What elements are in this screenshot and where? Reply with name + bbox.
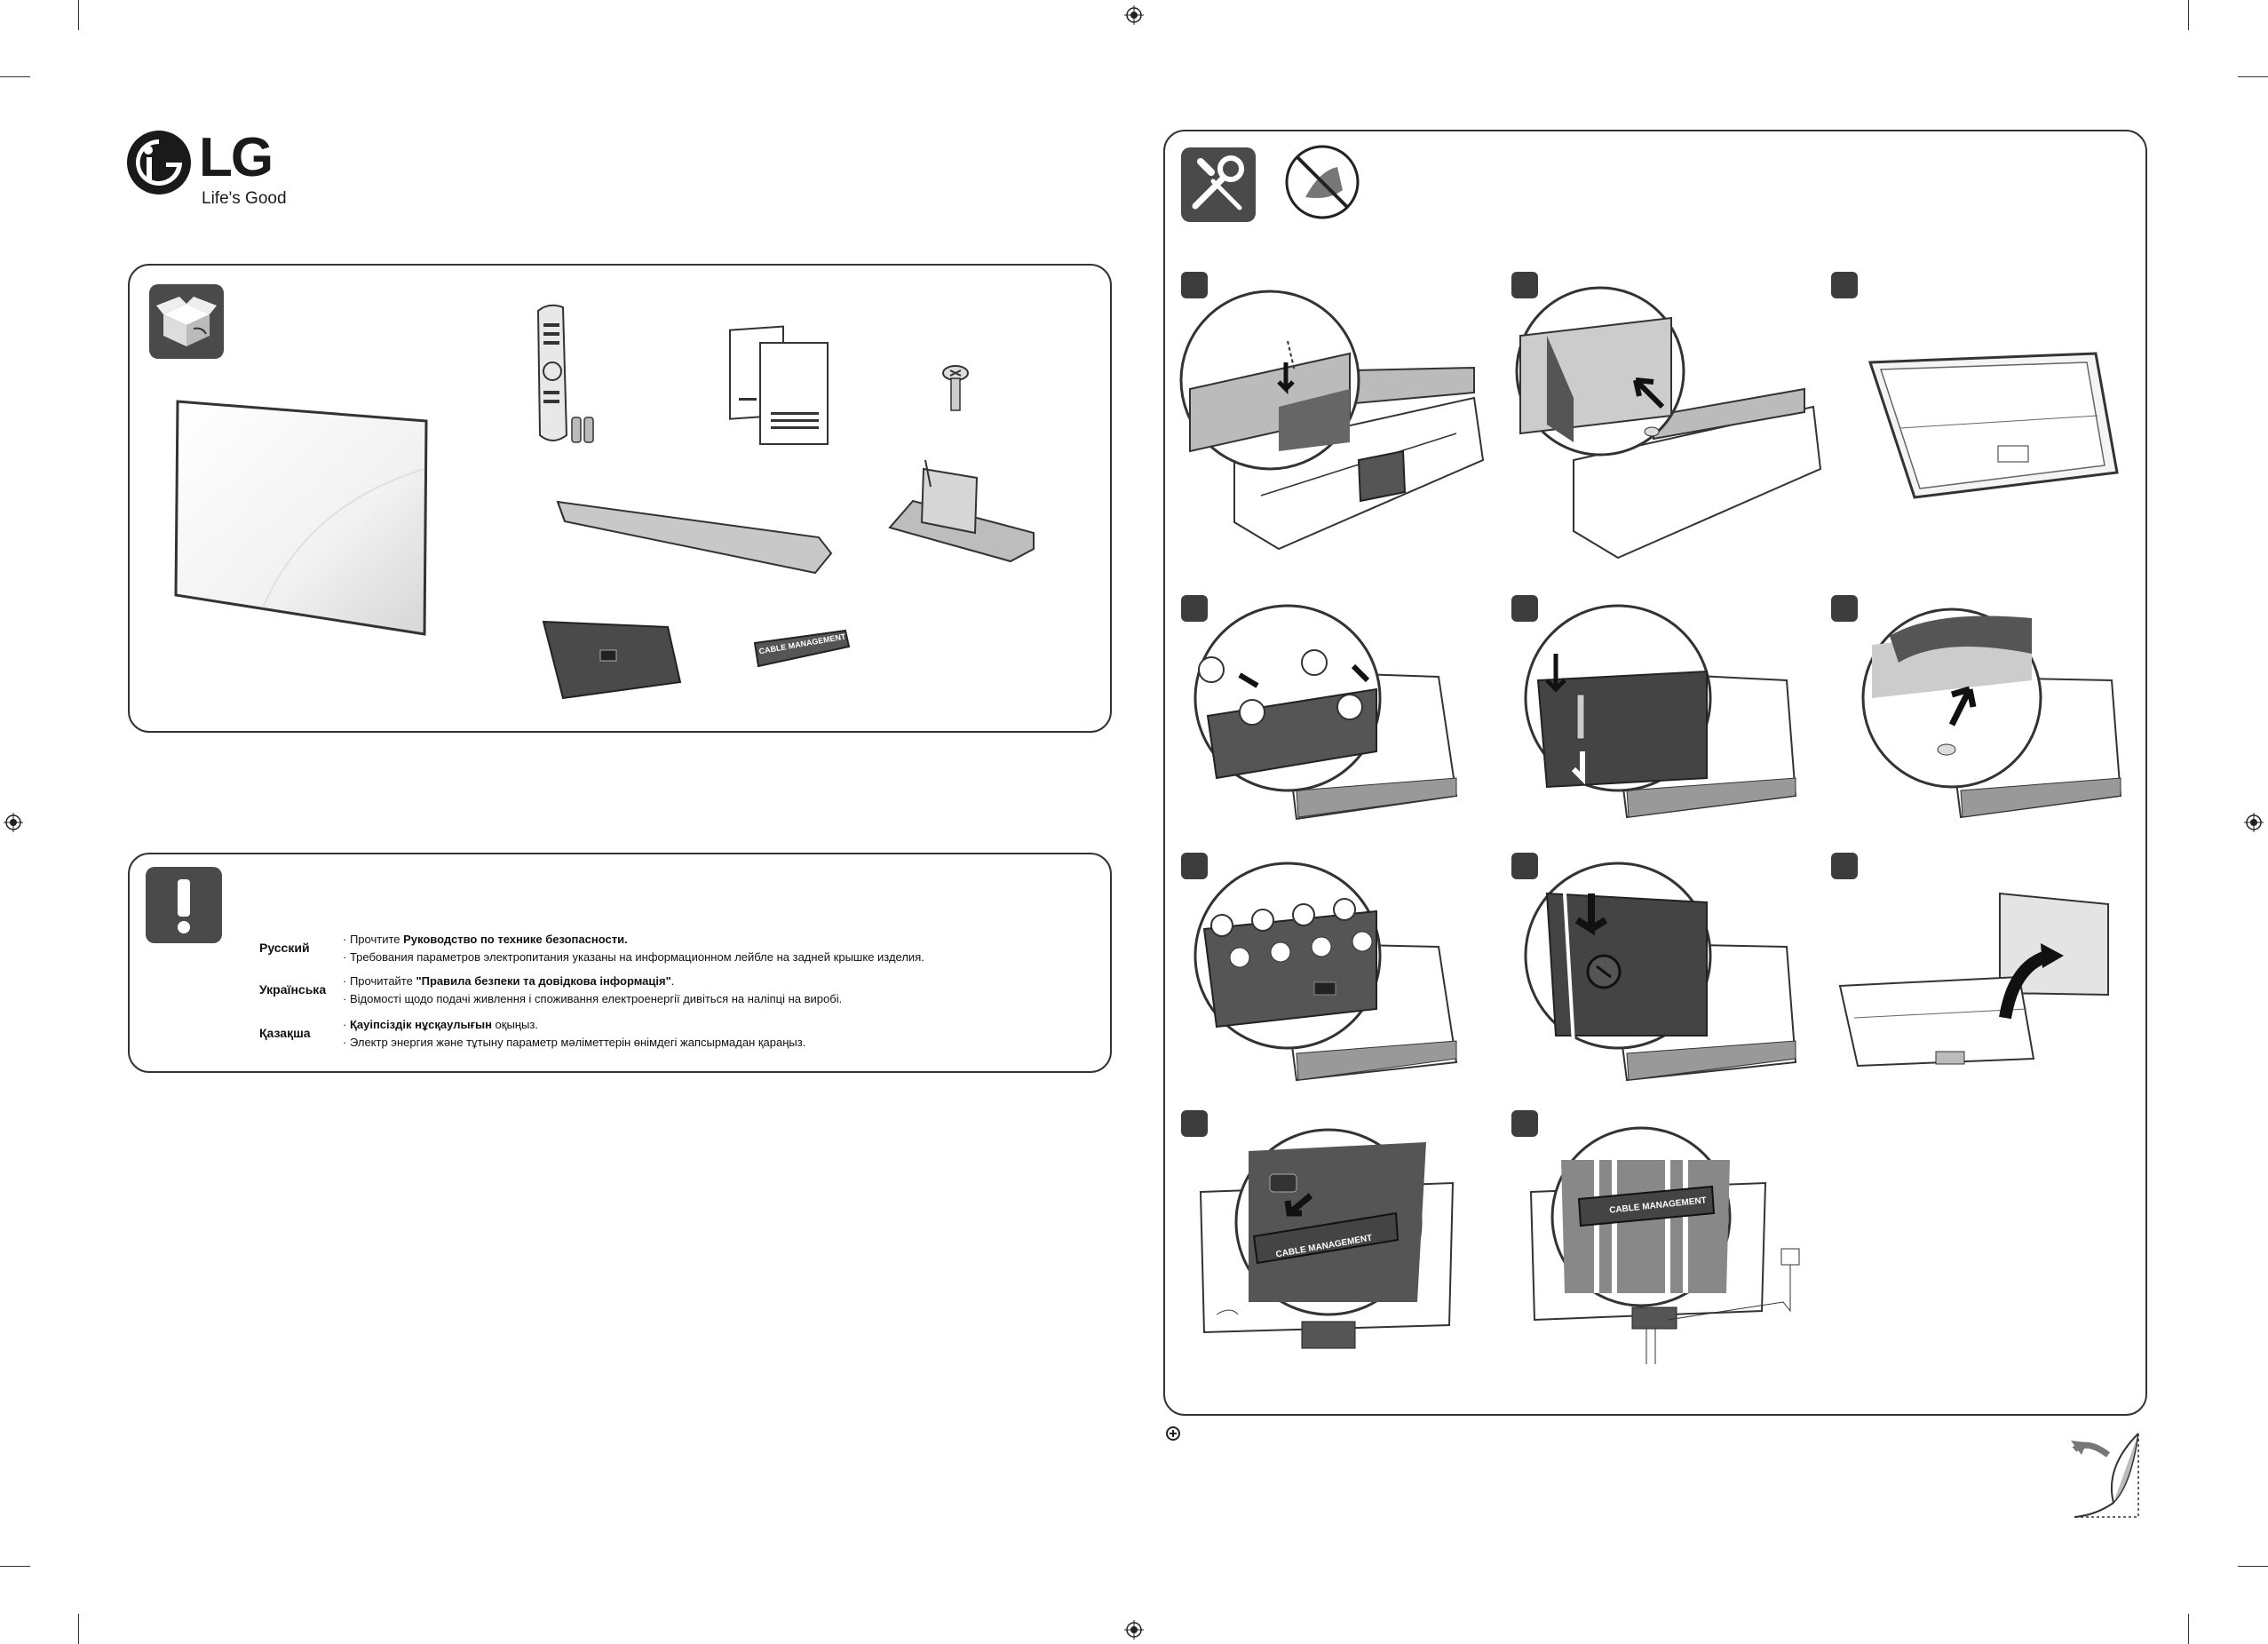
registration-mark-icon	[1124, 5, 1144, 25]
step-11-illustration: CABLE MANAGEMENT	[1526, 1124, 1810, 1382]
step-marker	[1831, 272, 1858, 298]
back-cover-illustration	[542, 620, 682, 700]
crop-mark	[0, 76, 30, 77]
step-4-illustration	[1193, 604, 1458, 821]
safety-line: · Требования параметров электропитания у…	[343, 950, 924, 964]
registration-mark-icon	[4, 813, 23, 832]
box-contents-badge	[149, 284, 224, 359]
crop-mark	[2188, 0, 2189, 30]
step-3-illustration	[1868, 352, 2119, 499]
safety-line: · Відомості щодо подачі живлення і спожи…	[343, 992, 843, 1005]
page-turn-icon	[2071, 1433, 2139, 1518]
crop-mark	[2238, 76, 2268, 77]
registration-dot-icon	[1166, 1426, 1180, 1441]
step-marker	[1831, 853, 1858, 879]
open-box-icon	[156, 297, 217, 346]
safety-line: · Прочтите Руководство по технике безопа…	[343, 933, 628, 946]
tv-panel-illustration	[174, 400, 428, 636]
step-8-illustration	[1524, 862, 1797, 1082]
stand-base-illustration	[556, 500, 833, 575]
screw-illustration	[942, 365, 969, 411]
stand-body-illustration	[888, 459, 1035, 563]
step-5-illustration	[1524, 604, 1797, 819]
exclamation-icon	[178, 879, 190, 933]
step-marker	[1511, 272, 1538, 298]
crop-mark	[78, 1614, 79, 1644]
brand-slogan: Life's Good	[202, 189, 287, 208]
step-marker	[1181, 595, 1208, 622]
crop-mark	[78, 0, 79, 30]
safety-line: · Прочитайте "Правила безпеки та довідко…	[343, 974, 675, 988]
step-6-illustration	[1861, 608, 2122, 819]
step-marker	[1181, 272, 1208, 298]
crop-mark	[0, 1566, 30, 1567]
tools-badge	[1181, 147, 1256, 222]
crop-mark	[2238, 1566, 2268, 1567]
step-marker	[1511, 1110, 1538, 1137]
step-7-illustration	[1193, 862, 1458, 1082]
brand-wordmark: LG	[199, 127, 274, 188]
step-marker	[1181, 853, 1208, 879]
safety-line: · Қауіпсіздік нұсқаулығын оқыңыз.	[343, 1018, 538, 1031]
step-2-illustration	[1515, 286, 1822, 560]
no-sharp-tools-icon	[1285, 145, 1360, 219]
safety-language-label: Қазақша	[259, 1026, 311, 1040]
registration-mark-icon	[1124, 1620, 1144, 1640]
safety-language-label: Русский	[259, 941, 310, 955]
step-marker	[1181, 1110, 1208, 1137]
step-10-illustration: CABLE MANAGEMENT	[1195, 1124, 1462, 1357]
step-1-illustration	[1179, 290, 1485, 551]
registration-mark-icon	[2244, 813, 2264, 832]
cable-management-clip: CABLE MANAGEMENT	[751, 627, 851, 673]
lg-face-logo-icon	[127, 131, 191, 195]
warning-badge	[146, 867, 222, 943]
step-marker	[1511, 853, 1538, 879]
safety-line: · Электр энергия және тұтыну параметр мә…	[343, 1036, 806, 1049]
screwdriver-wrench-icon	[1192, 155, 1244, 210]
manuals-illustration	[729, 325, 829, 445]
step-9-illustration	[1838, 892, 2109, 1068]
safety-panel	[128, 853, 1112, 1073]
step-marker	[1511, 595, 1538, 622]
magic-remote-illustration	[536, 304, 594, 443]
step-marker	[1831, 595, 1858, 622]
crop-mark	[2188, 1614, 2189, 1644]
safety-language-label: Українська	[259, 982, 327, 997]
